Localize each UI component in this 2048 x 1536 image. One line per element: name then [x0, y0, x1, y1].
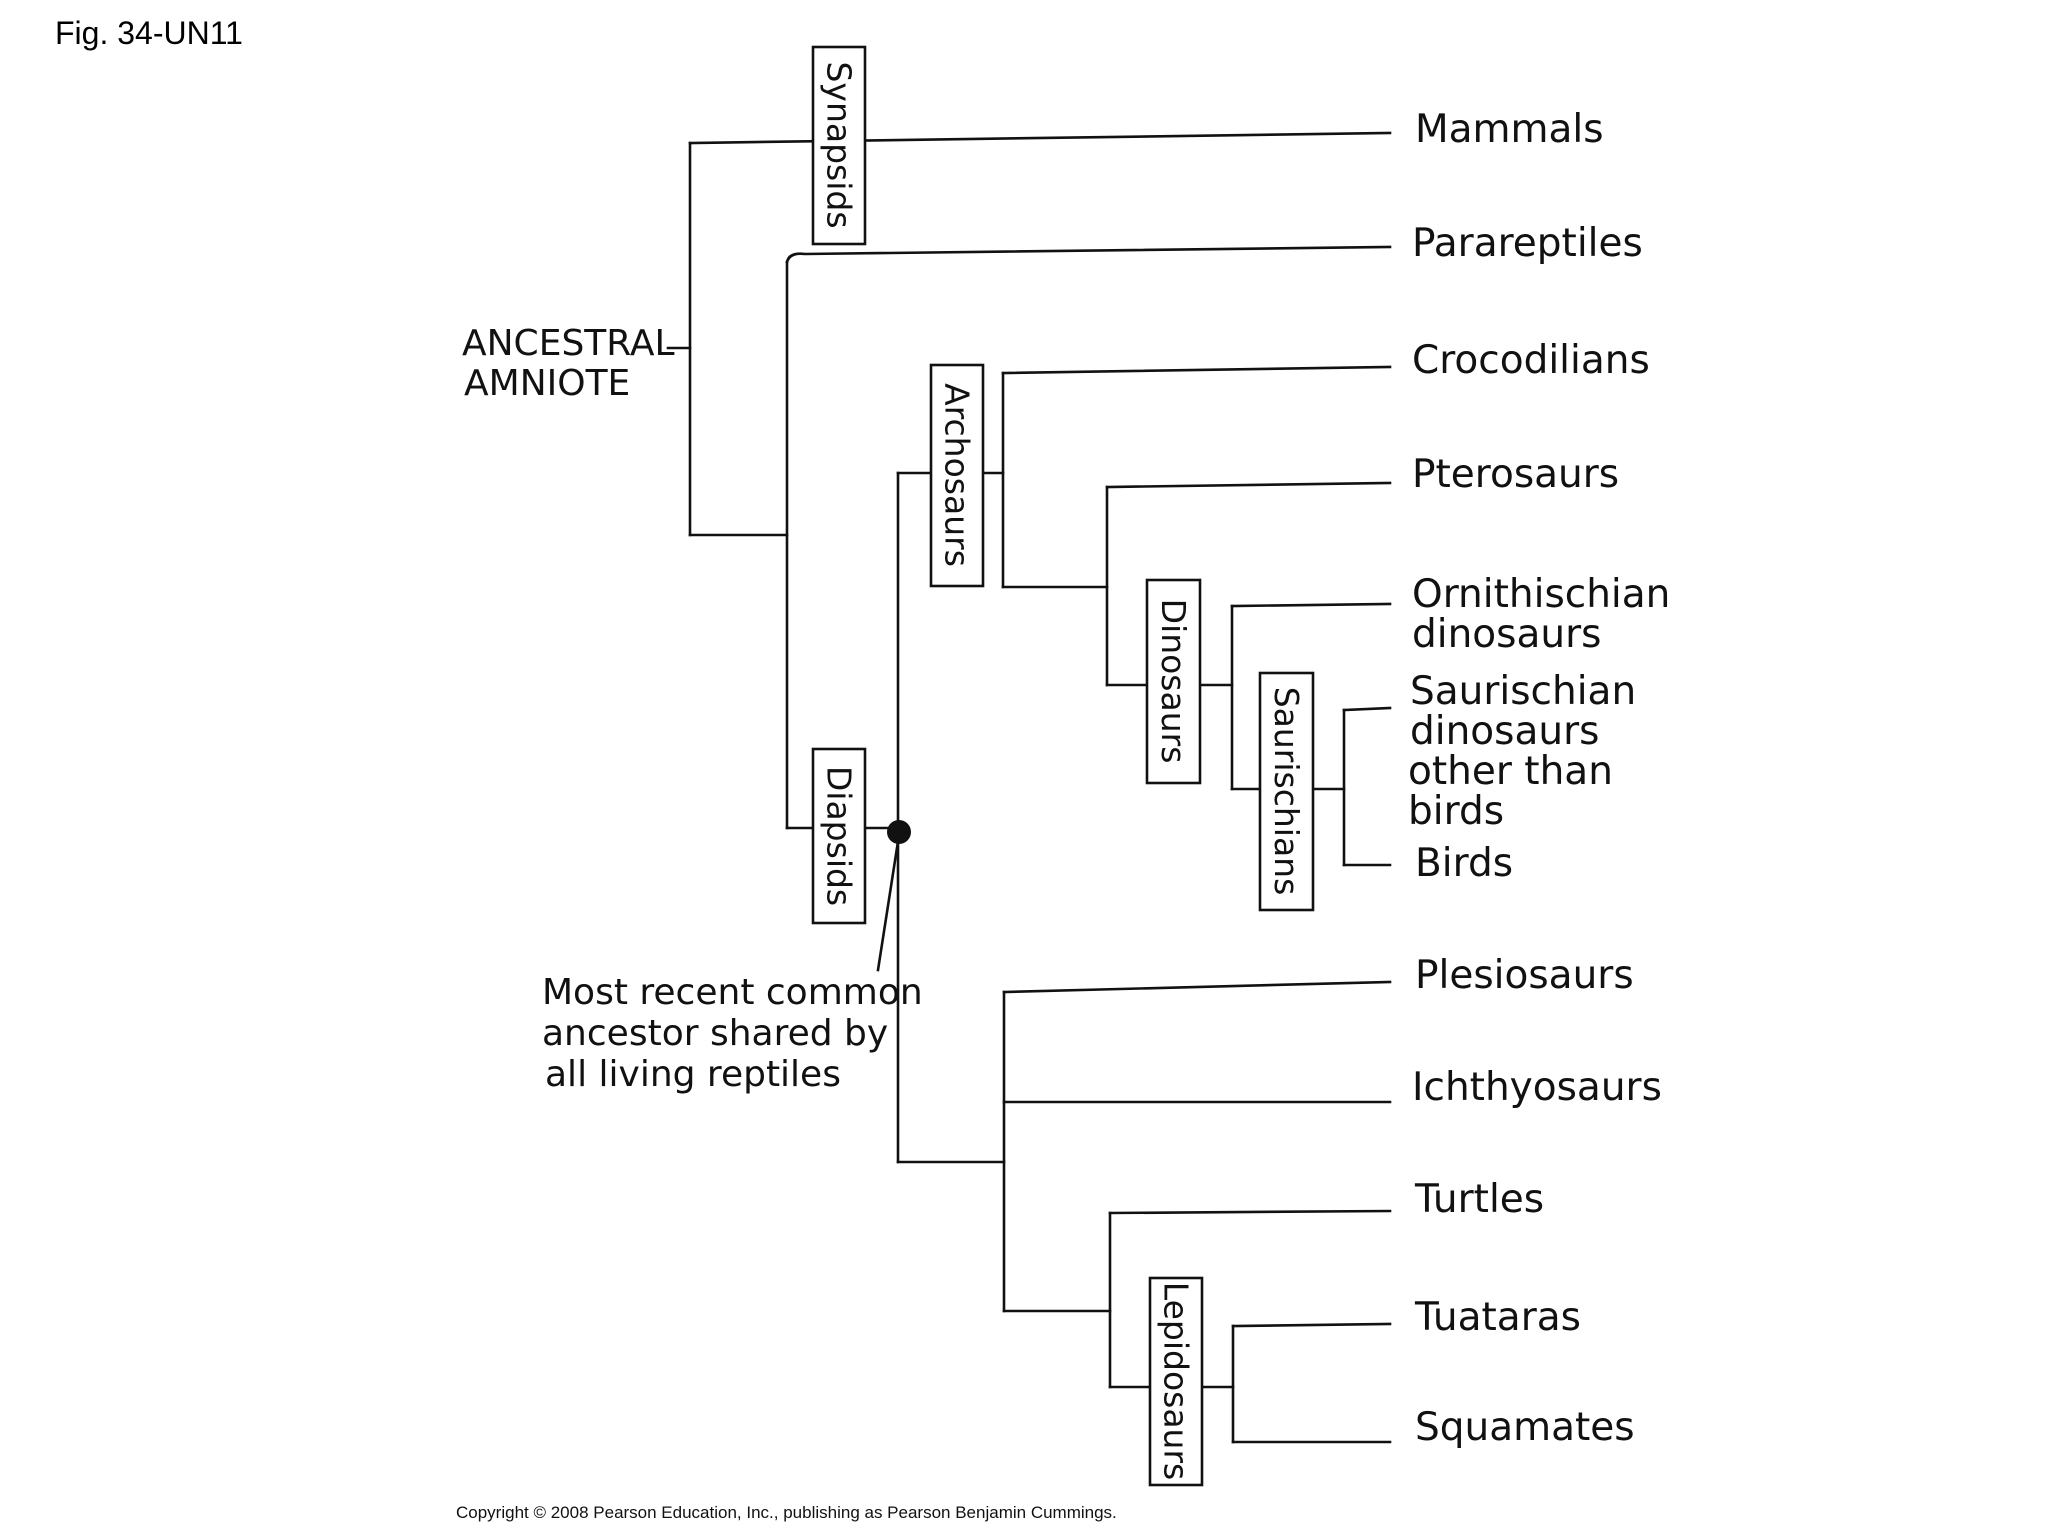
taxon-label-parareptiles: Parareptiles — [1412, 221, 1643, 266]
clade-label: Synapsids — [820, 61, 859, 228]
branch-plesiosaurs — [1002, 980, 1392, 994]
branch-tuataras — [1231, 1322, 1392, 1328]
taxon-label-plesiosaurs: Plesiosaurs — [1415, 953, 1634, 998]
taxon-label-saurischian: dinosaurs — [1410, 709, 1599, 754]
taxon-label-ornithischian: Ornithischian — [1412, 572, 1670, 617]
branch-saurischian-nonbirds — [1342, 706, 1392, 712]
clade-label: Diapsids — [820, 766, 859, 906]
clade-box-synapsids: Synapsids — [811, 45, 867, 246]
taxon-label-saurischian: birds — [1408, 789, 1504, 834]
branch-turtles — [1108, 1209, 1392, 1215]
branch-crocodilians — [1001, 365, 1392, 375]
taxon-label-tuataras: Tuataras — [1414, 1295, 1581, 1340]
root-label-line: AMNIOTE — [464, 363, 630, 404]
clade-box-diapsids: Diapsids — [811, 747, 867, 925]
clade-box-frame — [811, 747, 867, 925]
ancestor-pointer-line — [876, 833, 901, 972]
clade-box-archosaurs: Archosaurs — [929, 363, 985, 588]
taxon-label-mammals: Mammals — [1415, 107, 1604, 152]
taxon-label-saurischian: other than — [1408, 749, 1613, 794]
root-label-line: ANCESTRAL — [462, 323, 675, 364]
ancestor-note-line: ancestor shared by — [542, 1013, 888, 1054]
branch-pterosaurs — [1105, 481, 1392, 489]
clade-label: Dinosaurs — [1154, 599, 1193, 764]
clade-box-frame — [1145, 578, 1202, 785]
ancestor-node-dot — [887, 820, 911, 844]
taxon-label-birds: Birds — [1415, 841, 1513, 886]
clade-box-frame — [1148, 1276, 1204, 1487]
taxon-label-turtles: Turtles — [1414, 1177, 1544, 1222]
branch-parareptiles — [785, 245, 1392, 264]
taxon-label-ichthyosaurs: Ichthyosaurs — [1412, 1065, 1662, 1110]
taxon-label-saurischian: Saurischian — [1410, 669, 1636, 714]
branch-mammals — [688, 131, 1392, 145]
clade-box-saurischians: Saurischians — [1258, 671, 1315, 912]
root-label: ANCESTRAL AMNIOTE — [462, 323, 675, 404]
clade-box-frame — [929, 363, 985, 588]
ancestor-note-line: all living reptiles — [545, 1054, 841, 1095]
taxon-label-squamates: Squamates — [1415, 1405, 1635, 1450]
clade-box-lepidosaurs: Lepidosaurs — [1148, 1276, 1204, 1487]
taxon-labels: Mammals Parareptiles Crocodilians Pteros… — [1408, 107, 1670, 1450]
clade-label: Lepidosaurs — [1157, 1282, 1196, 1480]
figure-label: Fig. 34-UN11 — [55, 15, 243, 51]
clade-box-frame — [811, 45, 867, 246]
clade-label: Archosaurs — [938, 383, 977, 567]
copyright-notice: Copyright © 2008 Pearson Education, Inc.… — [456, 1503, 1117, 1522]
taxon-label-crocodilians: Crocodilians — [1412, 338, 1650, 383]
taxon-label-ornithischian: dinosaurs — [1412, 612, 1601, 657]
ancestor-note-line: Most recent common — [542, 972, 923, 1013]
ancestor-note: Most recent common ancestor shared by al… — [542, 972, 923, 1095]
tree-branches — [666, 131, 1392, 1444]
branch-ornithischian — [1230, 602, 1392, 608]
clade-box-dinosaurs: Dinosaurs — [1145, 578, 1202, 785]
clade-label: Saurischians — [1267, 687, 1306, 896]
clade-box-frame — [1258, 671, 1315, 912]
taxon-label-pterosaurs: Pterosaurs — [1412, 452, 1619, 497]
